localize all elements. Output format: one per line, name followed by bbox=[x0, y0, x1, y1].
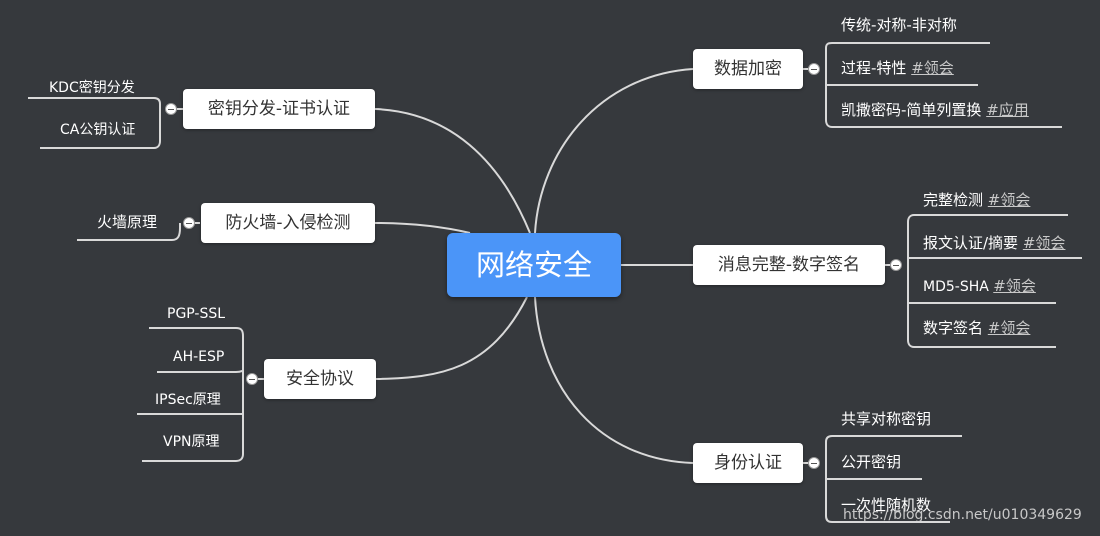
tag-link[interactable]: #应用 bbox=[986, 101, 1029, 119]
collapse-toggle-icon[interactable] bbox=[808, 63, 820, 75]
branch-message-integrity[interactable]: 消息完整-数字签名 bbox=[693, 245, 885, 285]
tag-link[interactable]: #领会 bbox=[911, 59, 954, 77]
leaf-text: CA公钥认证 bbox=[60, 122, 136, 138]
connector-protocol-children bbox=[137, 327, 264, 462]
leaf-text: 数字签名 bbox=[923, 319, 984, 337]
leaf-text: 凯撒密码-简单列置换 bbox=[841, 101, 982, 119]
leaf-protocol-2[interactable]: AH-ESP bbox=[173, 347, 224, 367]
leaf-integrity-3[interactable]: MD5-SHA #领会 bbox=[923, 276, 1036, 297]
leaf-firewall-1[interactable]: 火墙原理 bbox=[97, 212, 157, 232]
leaf-text: KDC密钥分发 bbox=[49, 80, 135, 96]
leaf-encryption-1[interactable]: 传统-对称-非对称 bbox=[841, 15, 957, 35]
collapse-toggle-icon[interactable] bbox=[808, 457, 820, 469]
leaf-text: 过程-特性 bbox=[841, 59, 907, 77]
connector-firewall-children bbox=[77, 222, 200, 241]
leaf-text: AH-ESP bbox=[173, 349, 225, 365]
leaf-text: IPSec原理 bbox=[155, 392, 221, 408]
leaf-text: PGP-SSL bbox=[167, 306, 226, 322]
connector-root-keydist bbox=[374, 108, 531, 234]
collapse-toggle-icon[interactable] bbox=[890, 259, 902, 271]
leaf-protocol-4[interactable]: VPN原理 bbox=[163, 432, 220, 452]
leaf-text: 传统-对称-非对称 bbox=[841, 16, 957, 34]
leaf-identity-3[interactable]: 一次性随机数 bbox=[841, 495, 931, 515]
leaf-text: 公开密钥 bbox=[841, 453, 902, 471]
collapse-toggle-icon[interactable] bbox=[246, 373, 258, 385]
leaf-text: 报文认证/摘要 bbox=[923, 234, 1019, 252]
leaf-protocol-1[interactable]: PGP-SSL bbox=[167, 304, 225, 324]
tag-link[interactable]: #领会 bbox=[987, 191, 1031, 209]
leaf-text: MD5-SHA bbox=[923, 279, 989, 295]
tag-link[interactable]: #领会 bbox=[1022, 234, 1066, 252]
leaf-text: 共享对称密钥 bbox=[841, 410, 932, 428]
watermark-text: https://blog.csdn.net/u010349629 bbox=[843, 507, 1082, 523]
leaf-protocol-3[interactable]: IPSec原理 bbox=[155, 390, 221, 410]
tag-link[interactable]: #领会 bbox=[987, 319, 1031, 337]
collapse-toggle-icon[interactable] bbox=[165, 103, 177, 115]
leaf-identity-1[interactable]: 共享对称密钥 bbox=[841, 409, 931, 429]
branch-security-protocol[interactable]: 安全协议 bbox=[264, 359, 376, 399]
leaf-integrity-1[interactable]: 完整检测 #领会 bbox=[923, 190, 1030, 210]
leaf-text: VPN原理 bbox=[163, 434, 220, 450]
leaf-integrity-2[interactable]: 报文认证/摘要 #领会 bbox=[923, 233, 1065, 253]
leaf-text: 完整检测 bbox=[923, 191, 984, 209]
branch-data-encryption[interactable]: 数据加密 bbox=[693, 49, 803, 89]
leaf-integrity-4[interactable]: 数字签名 #领会 bbox=[923, 318, 1030, 338]
leaf-keydist-2[interactable]: CA公钥认证 bbox=[60, 120, 135, 140]
connector-root-firewall bbox=[374, 222, 471, 234]
connector-root-protocol bbox=[375, 296, 528, 380]
connector-root-encryption bbox=[534, 68, 694, 234]
branch-identity-auth[interactable]: 身份认证 bbox=[693, 443, 803, 483]
leaf-text: 火墙原理 bbox=[97, 213, 158, 231]
leaf-text: 一次性随机数 bbox=[841, 496, 932, 514]
leaf-encryption-3[interactable]: 凯撒密码-简单列置换 #应用 bbox=[841, 100, 1029, 120]
branch-firewall[interactable]: 防火墙-入侵检测 bbox=[201, 203, 375, 243]
branch-key-distribution[interactable]: 密钥分发-证书认证 bbox=[183, 89, 375, 129]
leaf-encryption-2[interactable]: 过程-特性 #领会 bbox=[841, 58, 954, 78]
tag-link[interactable]: #领会 bbox=[993, 277, 1036, 295]
leaf-identity-2[interactable]: 公开密钥 bbox=[841, 452, 901, 472]
leaf-keydist-1[interactable]: KDC密钥分发 bbox=[49, 78, 135, 98]
collapse-toggle-icon[interactable] bbox=[183, 217, 195, 229]
connector-root-identity bbox=[534, 296, 694, 464]
root-node[interactable]: 网络安全 bbox=[447, 233, 621, 297]
